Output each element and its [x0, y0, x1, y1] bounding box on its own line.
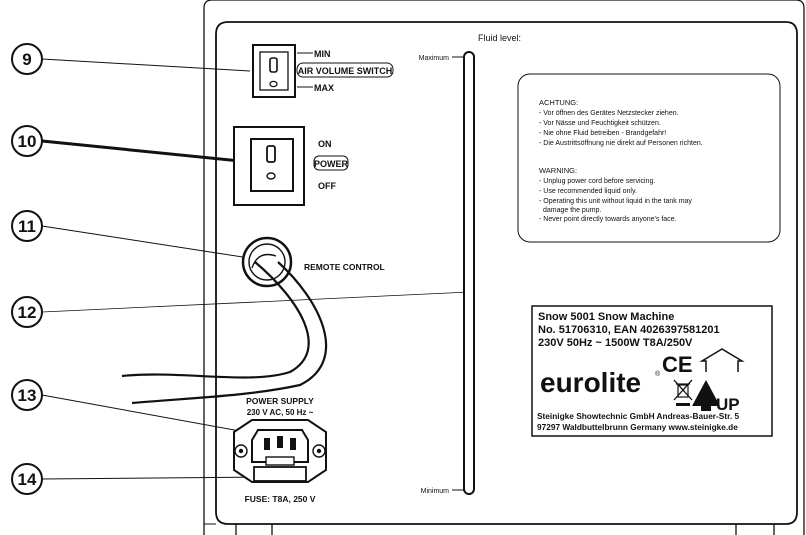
air-switch-min-label: MIN	[314, 49, 331, 59]
ce-mark-icon: CE	[662, 352, 693, 377]
power-switch: ON POWER OFF	[233, 126, 349, 206]
crossed-bin-icon	[673, 379, 693, 406]
power-title: POWER	[314, 159, 349, 169]
power-on-label: ON	[318, 139, 332, 149]
remote-control-socket: REMOTE CONTROL	[241, 236, 385, 288]
fuse-holder: FUSE: T8A, 250 V	[245, 456, 316, 504]
up-label: UP	[716, 395, 740, 414]
warning-en-line: - Operating this unit without liquid in …	[539, 198, 692, 205]
callout-10-number: 10	[18, 132, 37, 151]
callout-14: 14	[11, 463, 263, 495]
callout-12-number: 12	[18, 303, 37, 322]
warning-en-line: - Never point directly towards anyone's …	[539, 216, 677, 223]
house-icon	[699, 348, 745, 372]
warning-en-line: - Use recommended liquid only.	[539, 188, 637, 195]
power-supply-spec: 230 V AC, 50 Hz ~	[247, 408, 314, 417]
air-volume-switch: MIN AIR VOLUME SWITCH MAX	[252, 44, 394, 98]
rating-label: Snow 5001 Snow Machine No. 51706310, EAN…	[531, 305, 773, 437]
callout-9: 9	[11, 43, 251, 75]
company-web-line: 97297 Waldbuttelbrunn Germany www.steini…	[537, 422, 738, 432]
callout-11: 11	[11, 210, 263, 261]
rating-model-line: Snow 5001 Snow Machine	[538, 311, 674, 323]
registered-mark: ®	[655, 370, 661, 378]
callout-14-number: 14	[18, 470, 37, 489]
eurolite-logo: eurolite	[540, 367, 641, 398]
remote-control-cable	[121, 261, 328, 405]
power-supply-title: POWER SUPPLY	[246, 396, 314, 406]
warning-de-line: - Vor Nässe und Feuchtigkeit schützen.	[539, 120, 661, 127]
warning-panel: ACHTUNG: - Vor öffnen des Gerätes Netzst…	[517, 73, 781, 243]
power-off-label: OFF	[318, 181, 336, 191]
callout-13-number: 13	[18, 386, 37, 405]
fluid-level-gauge: Fluid level: Maximum Minimum	[419, 33, 521, 495]
fuse-label: FUSE: T8A, 250 V	[245, 494, 316, 504]
warning-de-line: - Die Austrittsöffnung nie direkt auf Pe…	[539, 140, 703, 147]
fluid-level-title: Fluid level:	[478, 33, 521, 43]
device-housing	[203, 0, 805, 535]
rating-power-line: 230V 50Hz ~ 1500W T8A/250V	[538, 337, 693, 349]
warning-en-line: damage the pump.	[543, 207, 601, 214]
up-arrow-icon	[692, 380, 720, 411]
fluid-min-label: Minimum	[421, 488, 450, 495]
device-feet	[235, 524, 775, 535]
callout-11-number: 11	[18, 217, 36, 236]
air-switch-title: AIR VOLUME SWITCH	[298, 66, 393, 76]
callout-10: 10	[11, 125, 271, 166]
warning-en-heading: WARNING:	[539, 166, 577, 175]
warning-en-line: - Unplug power cord before servicing.	[539, 178, 655, 185]
warning-de-heading: ACHTUNG:	[539, 98, 578, 107]
fluid-max-label: Maximum	[419, 55, 450, 62]
company-address-line: Steinigke Showtechnic GmbH Andreas-Bauer…	[537, 411, 739, 421]
callout-13: 13	[11, 379, 263, 436]
warning-de-line: - Vor öffnen des Gerätes Netzstecker zie…	[539, 110, 679, 117]
air-switch-max-label: MAX	[314, 83, 334, 93]
warning-de-line: - Nie ohne Fluid betreiben - Brandgefahr…	[539, 130, 666, 137]
callout-9-number: 9	[22, 50, 31, 69]
rating-number-line: No. 51706310, EAN 4026397581201	[538, 324, 720, 336]
callout-12: 12	[11, 291, 471, 328]
remote-control-label: REMOTE CONTROL	[304, 262, 385, 272]
